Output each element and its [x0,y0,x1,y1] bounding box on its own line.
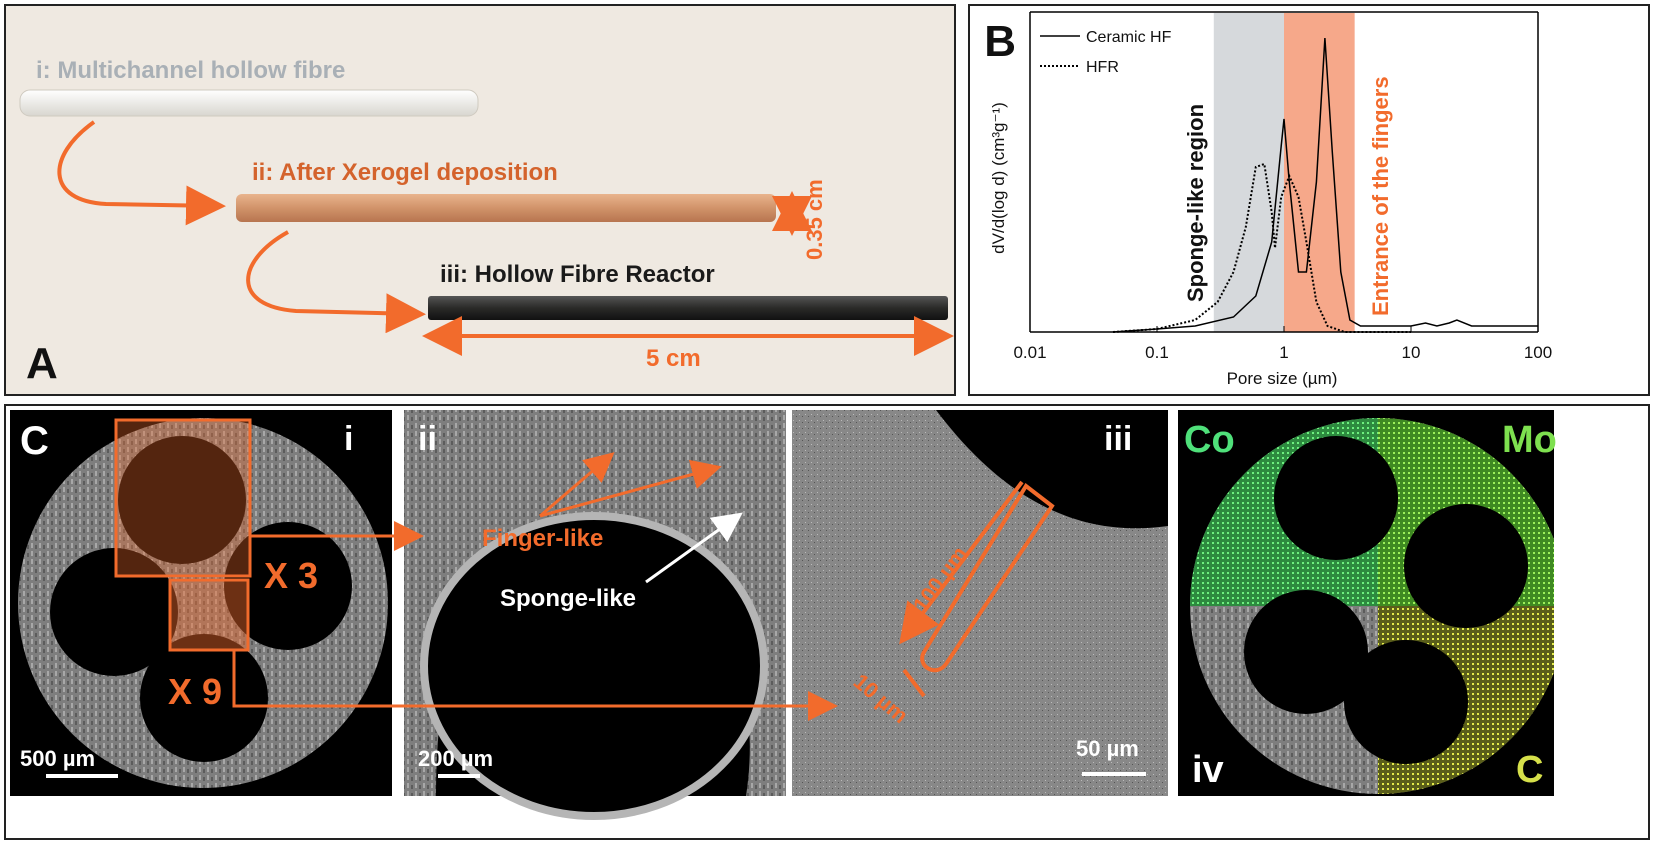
hollow-fibre-reactor [428,296,948,320]
element-c-label: C [1516,749,1543,791]
subpanel-iv-label: iv [1192,749,1224,791]
finger-outline [920,483,1055,673]
fingers-region-label: Entrance of the fingers [1368,76,1393,316]
diameter-label: 0.35 cm [802,179,827,260]
magnification-x9: X 9 [168,671,222,712]
y-axis-label: dV/d(log d) (cm³g⁻¹) [989,102,1008,254]
subpanel-i-label: i [344,420,353,458]
x-tick-label: 10 [1402,343,1421,362]
panel-a-canvas: i: Multichannel hollow fibre ii: After X… [19,57,954,388]
eds-channel-3 [1244,590,1368,714]
channel-2 [50,548,178,676]
zoom-box-x9 [168,578,250,652]
legend-hfr: HFR [1086,59,1119,76]
channel-closeup [420,512,768,820]
magnification-x3: X 3 [264,555,318,596]
scalebar-iii-label: 50 µm [1076,736,1139,761]
x-tick-label: 100 [1524,343,1552,362]
label-multichannel-fibre: i: Multichannel hollow fibre [36,57,345,84]
channel-3 [224,522,352,650]
lumen-iii [936,410,1168,529]
channel-1 [118,436,246,564]
fibre-cross-section [18,418,388,788]
sponge-region-band [1213,13,1284,332]
element-co-label: Co [1184,419,1235,461]
connector-x9 [232,650,838,721]
eds-map [1190,418,1554,794]
panel-c-letter: C [20,419,49,463]
subpanel-iii-label: iii [1104,420,1132,458]
finger-arrow-2 [539,459,722,518]
panel-c-canvas: C i X 3 X 9 500 µm ii Finger-like Sponge… [10,410,1557,820]
eds-channel-2 [1404,504,1528,628]
panel-a-letter: A [26,339,58,388]
sponge-arrow [645,512,743,584]
scalebar-ii-label: 200 µm [418,746,493,771]
x-tick-label: 0.01 [1013,343,1046,362]
x-ticks: 0.01 0.1 1 10 100 [1013,326,1552,362]
xerogel-fibre [236,194,776,222]
arrow-ii-to-iii [246,230,426,334]
x-tick-label: 0.1 [1145,343,1169,362]
panel-c: C i X 3 X 9 500 µm ii Finger-like Sponge… [4,404,1650,840]
finger-arrow-1 [539,452,615,518]
eds-channel-4 [1344,640,1468,764]
multichannel-fibre [19,89,479,117]
finger-like-label: Finger-like [482,525,603,552]
channel-4 [140,634,268,762]
label-hollow-fibre-reactor: iii: Hollow Fibre Reactor [440,261,715,288]
panel-b-letter: B [984,17,1016,66]
series-group [1112,37,1538,333]
element-mo-label: Mo [1502,419,1557,461]
x-tick-label: 1 [1279,343,1288,362]
scalebar-i-label: 500 µm [20,746,95,771]
series-line-ceramic-hf [1112,37,1538,333]
shaded-regions [1213,13,1355,332]
zoom-box-x3 [114,418,252,578]
panel-b: 0.01 0.1 1 10 100 Pore size (µm) dV/d(log d)… [968,4,1650,396]
legend-ceramic-hf: Ceramic HF [1086,29,1172,46]
dim-100-arrow [899,480,1024,645]
pore-size-chart: 0.01 0.1 1 10 100 Pore size (µm) dV/d(log d)… [984,11,1552,388]
wall-texture-ii [404,410,786,796]
arrow-i-to-ii [57,120,226,226]
label-after-xerogel: ii: After Xerogel deposition [252,159,558,186]
fingers-region-band [1284,13,1355,332]
series-line-hfr [1112,162,1411,333]
x-axis-label: Pore size (µm) [1227,369,1338,388]
length-label: 5 cm [646,345,701,372]
eds-channel-1 [1274,436,1398,560]
panel-a: i: Multichannel hollow fibre ii: After X… [4,4,956,396]
sponge-region-label: Sponge-like region [1183,104,1208,302]
dim-10-arrow [902,668,926,698]
subpanel-ii-label: ii [418,420,437,458]
sponge-like-label: Sponge-like [500,585,636,612]
